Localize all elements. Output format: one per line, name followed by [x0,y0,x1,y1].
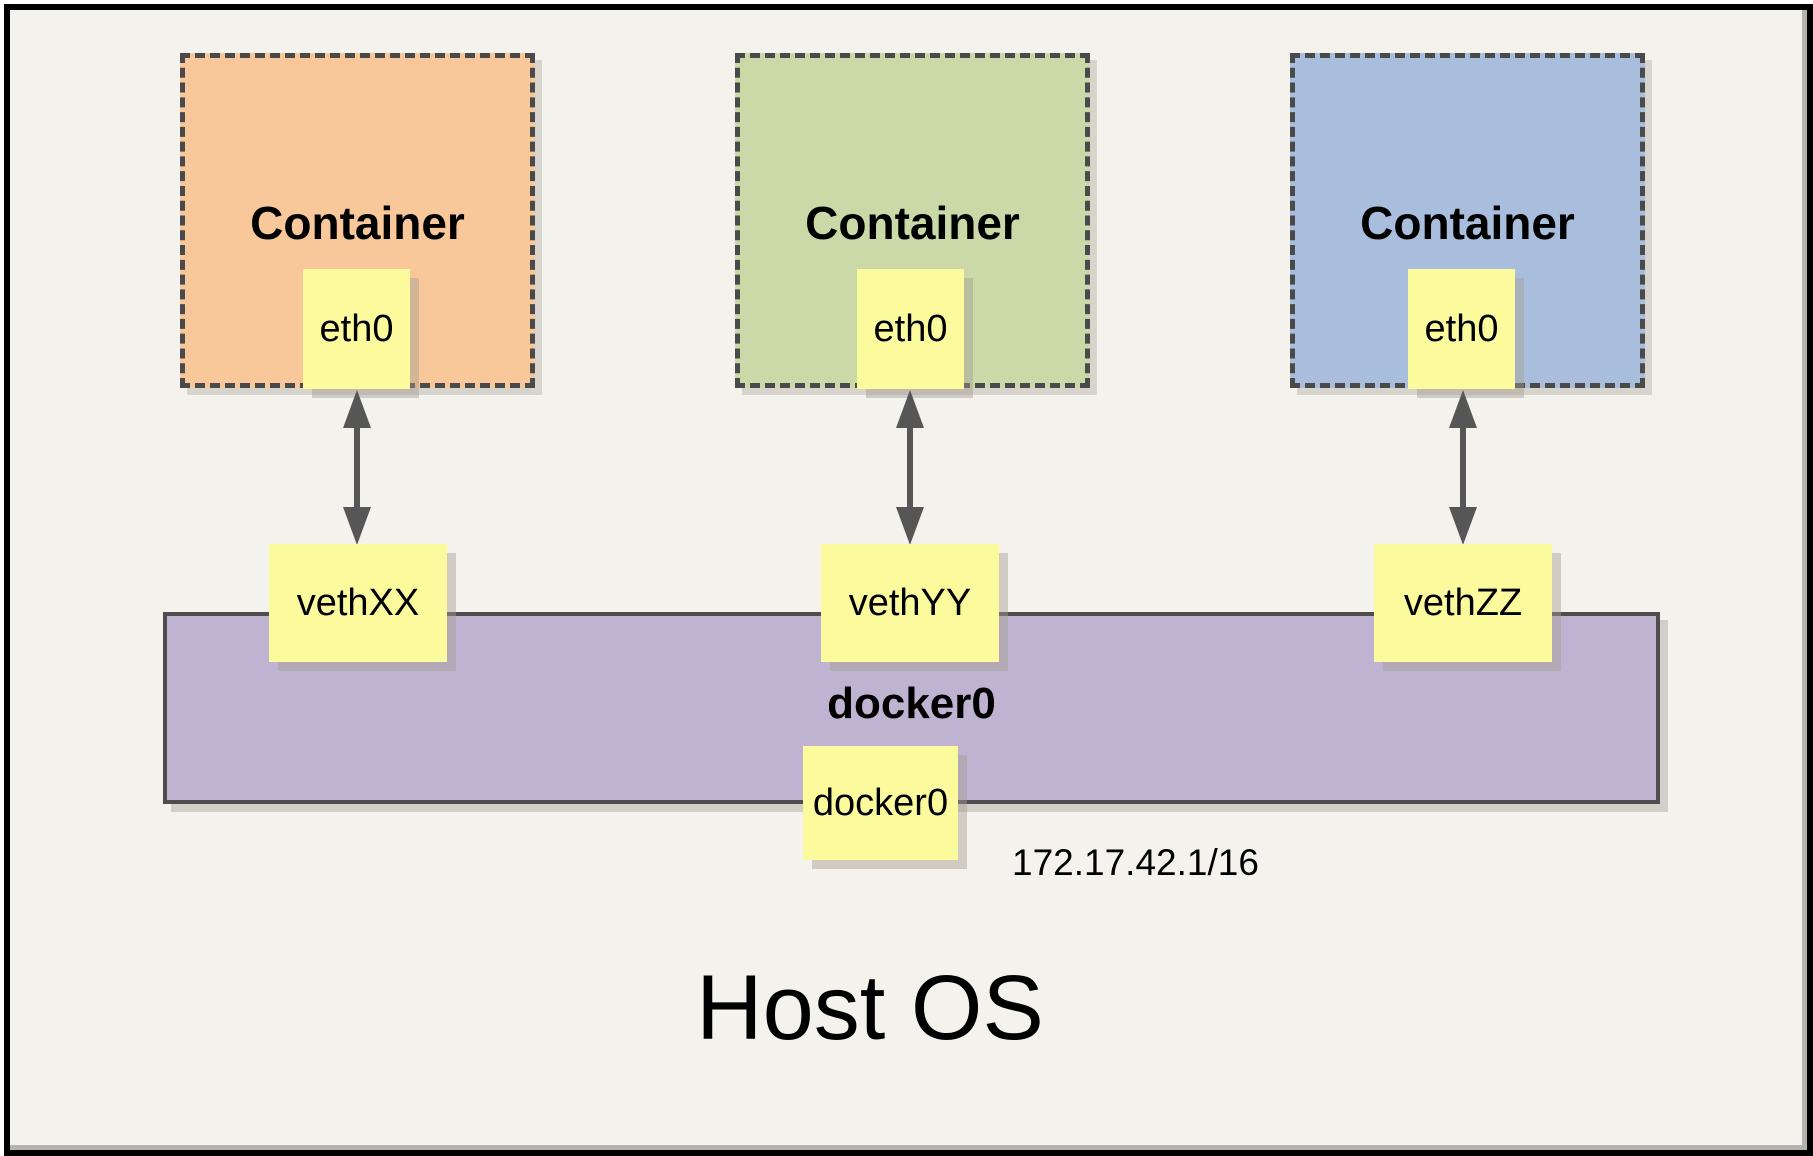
eth0-label: eth0 [319,308,394,350]
container-label: Container [805,197,1020,249]
container-label: Container [250,197,465,249]
veth-label: vethXX [296,582,420,624]
eth0-label: eth0 [1424,308,1499,350]
veth-label: vethYY [848,582,972,624]
bidirectional-arrow-icon [343,390,371,545]
eth0-interface-box: eth0 [1408,269,1515,389]
bridge-ip-label: 172.17.42.1/16 [1012,842,1259,883]
docker0-interface-label: docker0 [812,782,949,824]
veth-interface-box: vethXX [269,544,447,662]
bidirectional-arrow-icon [896,390,924,545]
eth0-interface-box: eth0 [303,269,410,389]
host-os-label: Host OS [696,957,1044,1059]
bidirectional-arrow-icon [1449,390,1477,545]
veth-label: vethZZ [1403,582,1523,624]
eth0-label: eth0 [873,308,948,350]
docker0-bridge-label: docker0 [827,679,996,728]
container-label: Container [1360,197,1575,249]
docker0-interface-box: docker0 [803,746,958,860]
veth-interface-box: vethYY [821,544,999,662]
veth-interface-box: vethZZ [1374,544,1552,662]
eth0-interface-box: eth0 [857,269,964,389]
